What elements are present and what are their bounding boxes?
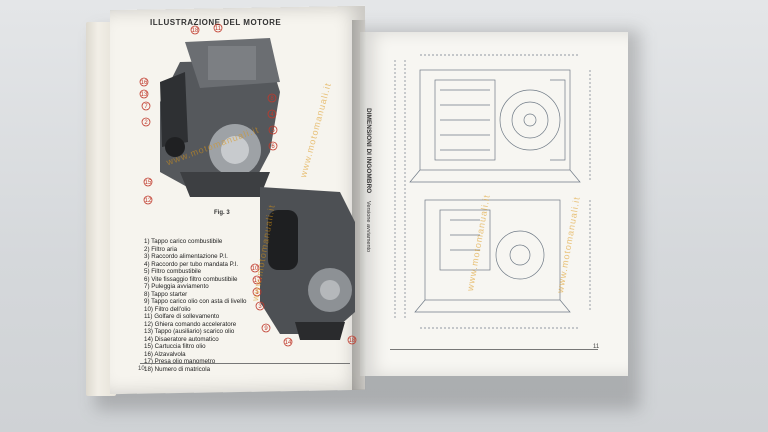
svg-text:12: 12: [145, 198, 152, 204]
callout-8: 8: [267, 93, 277, 103]
callout-6: 6: [268, 141, 278, 151]
svg-text:4: 4: [270, 112, 274, 118]
callout-14: 14: [283, 337, 293, 347]
legend-item: 14) Disaeratore automatico: [144, 335, 219, 343]
parts-legend: 1) Tappo carico combustibile 2) Filtro a…: [144, 238, 284, 373]
svg-text:13: 13: [141, 92, 148, 98]
engine-illustration: [160, 38, 355, 340]
svg-text:3: 3: [258, 304, 262, 310]
legend-item: 7) Puleggia avviamento: [144, 283, 209, 290]
legend-item: 12) Ghiera comando acceleratore: [144, 320, 237, 328]
callout-18-top: 18: [190, 25, 200, 35]
callout-10: 10: [250, 263, 260, 273]
svg-text:18: 18: [192, 28, 199, 34]
engine-photo-top: [160, 38, 280, 197]
svg-text:9: 9: [264, 326, 268, 332]
page-title: ILLUSTRAZIONE DEL MOTORE: [150, 18, 282, 27]
callout-15: 15: [143, 177, 153, 187]
callout-2: 2: [141, 117, 151, 127]
legend-item: 17) Presa olio manometro: [144, 358, 216, 365]
callout-11: 11: [213, 23, 223, 33]
legend-item: 18) Numero di matricola: [144, 365, 211, 373]
page-number-left: 10: [138, 366, 145, 372]
svg-text:1: 1: [255, 290, 259, 296]
svg-text:17: 17: [254, 278, 261, 284]
svg-text:16: 16: [141, 80, 148, 86]
svg-text:5: 5: [271, 128, 275, 134]
legend-item: 15) Cartuccia filtro olio: [144, 343, 206, 350]
dimensions-heading: DIMENSIONI DI INGOMBRO Versione avviamen…: [365, 108, 372, 252]
callout-9: 9: [261, 323, 271, 333]
legend-item: 1) Tappo carico combustibile: [144, 238, 223, 245]
legend-item: 3) Raccordo alimentazione P.I.: [144, 253, 228, 260]
dimension-drawing: [394, 54, 591, 329]
figure-label: Fig. 3: [214, 210, 230, 216]
callout-7: 7: [141, 101, 151, 111]
footer-rule-left: [140, 363, 350, 364]
svg-text:2: 2: [144, 120, 148, 126]
svg-text:10: 10: [252, 266, 259, 272]
callout-5: 5: [268, 125, 278, 135]
callout-13: 13: [139, 89, 149, 99]
dimensions-heading-subtitle: Versione avviamento: [365, 201, 371, 253]
legend-item: 11) Golfare di sollevamento: [144, 313, 220, 320]
legend-item: 2) Filtro aria: [144, 245, 178, 253]
svg-text:15: 15: [145, 180, 152, 186]
legend-item: 9) Tappo carico olio con asta di livello: [144, 298, 247, 305]
page-number-right: 11: [593, 344, 600, 350]
svg-text:14: 14: [285, 340, 292, 346]
footer-rule-right: [390, 349, 598, 350]
svg-text:18: 18: [349, 338, 356, 344]
book-spine: [352, 20, 370, 390]
callout-3: 3: [255, 301, 265, 311]
callout-16: 16: [139, 77, 149, 87]
legend-item: 16) Alzavalvola: [144, 350, 186, 358]
callout-layer: 18 11 16 13 7 2 8 4 5 6 15 12 10 17 1 3 …: [139, 23, 357, 347]
svg-text:6: 6: [271, 144, 275, 150]
engine-photo-bottom: [260, 187, 355, 340]
drawing-top-view: [409, 69, 581, 183]
dimensions-heading-title: DIMENSIONI DI INGOMBRO: [365, 108, 372, 194]
drawing-side-view: [414, 199, 571, 313]
svg-text:8: 8: [270, 96, 274, 102]
legend-item: 4) Raccordo per tubo mandata P.I.: [144, 260, 239, 268]
callout-18-bottom: 18: [347, 335, 357, 345]
legend-item: 6) Vite fissaggio filtro combustibile: [144, 275, 238, 283]
callout-4: 4: [267, 109, 277, 119]
callout-12: 12: [143, 195, 153, 205]
legend-item: 13) Tappo (ausiliario) scarico olio: [144, 328, 235, 335]
dimension-lines: [394, 54, 591, 329]
callout-1: 1: [252, 287, 262, 297]
legend-item: 8) Tappo starter: [144, 290, 188, 298]
legend-item: 5) Filtro combustibile: [144, 268, 202, 275]
svg-text:11: 11: [215, 26, 222, 32]
legend-item: 10) Filtro dell'olio: [144, 305, 191, 313]
svg-text:7: 7: [144, 104, 148, 110]
callout-17: 17: [252, 275, 262, 285]
